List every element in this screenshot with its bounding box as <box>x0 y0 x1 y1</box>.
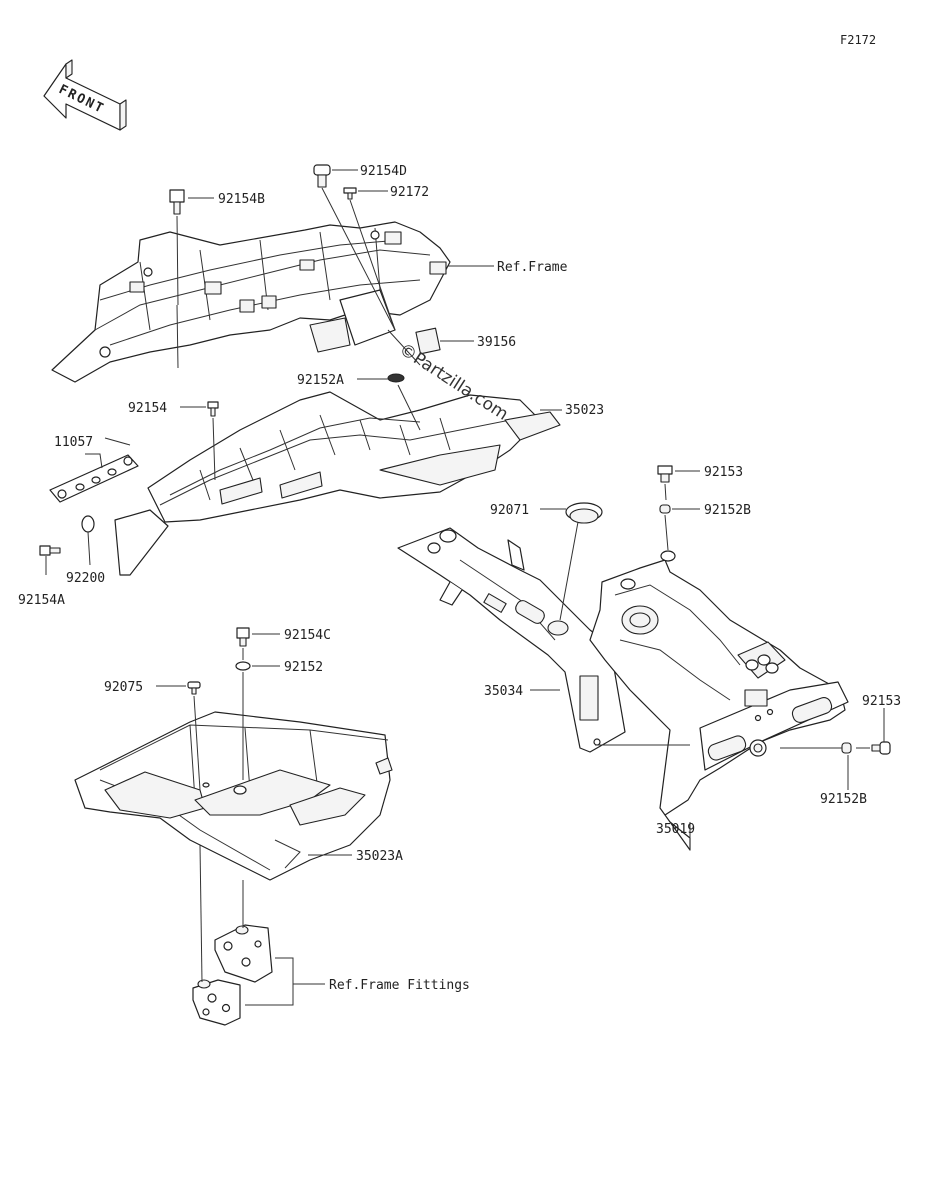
callout-ref-frame: Ref.Frame <box>497 260 568 275</box>
plate-11057 <box>49 454 139 503</box>
callout-92154D: 92154D <box>360 164 407 179</box>
bolt-92153-right-icon <box>871 741 891 755</box>
screw-92172-icon <box>343 187 357 200</box>
screw-92075-icon <box>187 681 201 695</box>
callout-92071: 92071 <box>490 503 529 518</box>
washer-92152-icon <box>235 661 251 671</box>
front-arrow-icon: FRONT <box>43 59 127 131</box>
callout-92153-right: 92153 <box>862 694 901 709</box>
frame-fittings <box>192 924 273 1026</box>
callout-35019: 35019 <box>656 822 695 837</box>
nut-92152A-icon <box>387 373 405 383</box>
callout-92153-top: 92153 <box>704 465 743 480</box>
bolt-92154-icon <box>207 401 219 417</box>
callout-92154B: 92154B <box>218 192 265 207</box>
rear-frame-assembly <box>51 221 561 576</box>
clip-39156-icon <box>415 327 441 355</box>
callout-35034: 35034 <box>484 684 523 699</box>
callout-35023: 35023 <box>565 403 604 418</box>
callout-92200: 92200 <box>66 571 105 586</box>
callout-92154A: 92154A <box>18 593 65 608</box>
bolt-92154A-icon <box>39 545 61 556</box>
callout-92152: 92152 <box>284 660 323 675</box>
leader-lines <box>45 169 885 1006</box>
bolt-92153-top-icon <box>657 465 673 483</box>
tray-35023A <box>74 711 393 881</box>
callout-ref-frame-fittings: Ref.Frame Fittings <box>329 978 470 993</box>
tail-housing-35019 <box>589 550 849 851</box>
callout-92154C: 92154C <box>284 628 331 643</box>
bracket-35034 <box>397 527 626 753</box>
washer-92200-icon <box>81 515 95 533</box>
callouts: 92154D 92172 92154B Ref.Frame 39156 9215… <box>18 164 901 993</box>
callout-92152B-right: 92152B <box>820 792 867 807</box>
callout-92152B-top: 92152B <box>704 503 751 518</box>
callout-92075: 92075 <box>104 680 143 695</box>
callout-11057: 11057 <box>54 435 93 450</box>
callout-92154: 92154 <box>128 401 167 416</box>
callout-35023A: 35023A <box>356 849 403 864</box>
callout-92172: 92172 <box>390 185 429 200</box>
callout-39156: 39156 <box>477 335 516 350</box>
grommet-92071-icon <box>565 502 603 524</box>
bolt-92154B-icon <box>169 189 185 215</box>
bolt-92154D-icon <box>313 164 331 188</box>
nut-92152B-top-icon <box>659 504 671 514</box>
nut-92152B-right-icon <box>841 742 852 754</box>
callout-92152A: 92152A <box>297 373 344 388</box>
bolt-92154C-icon <box>236 627 250 647</box>
diagram-code: F2172 <box>840 33 876 47</box>
